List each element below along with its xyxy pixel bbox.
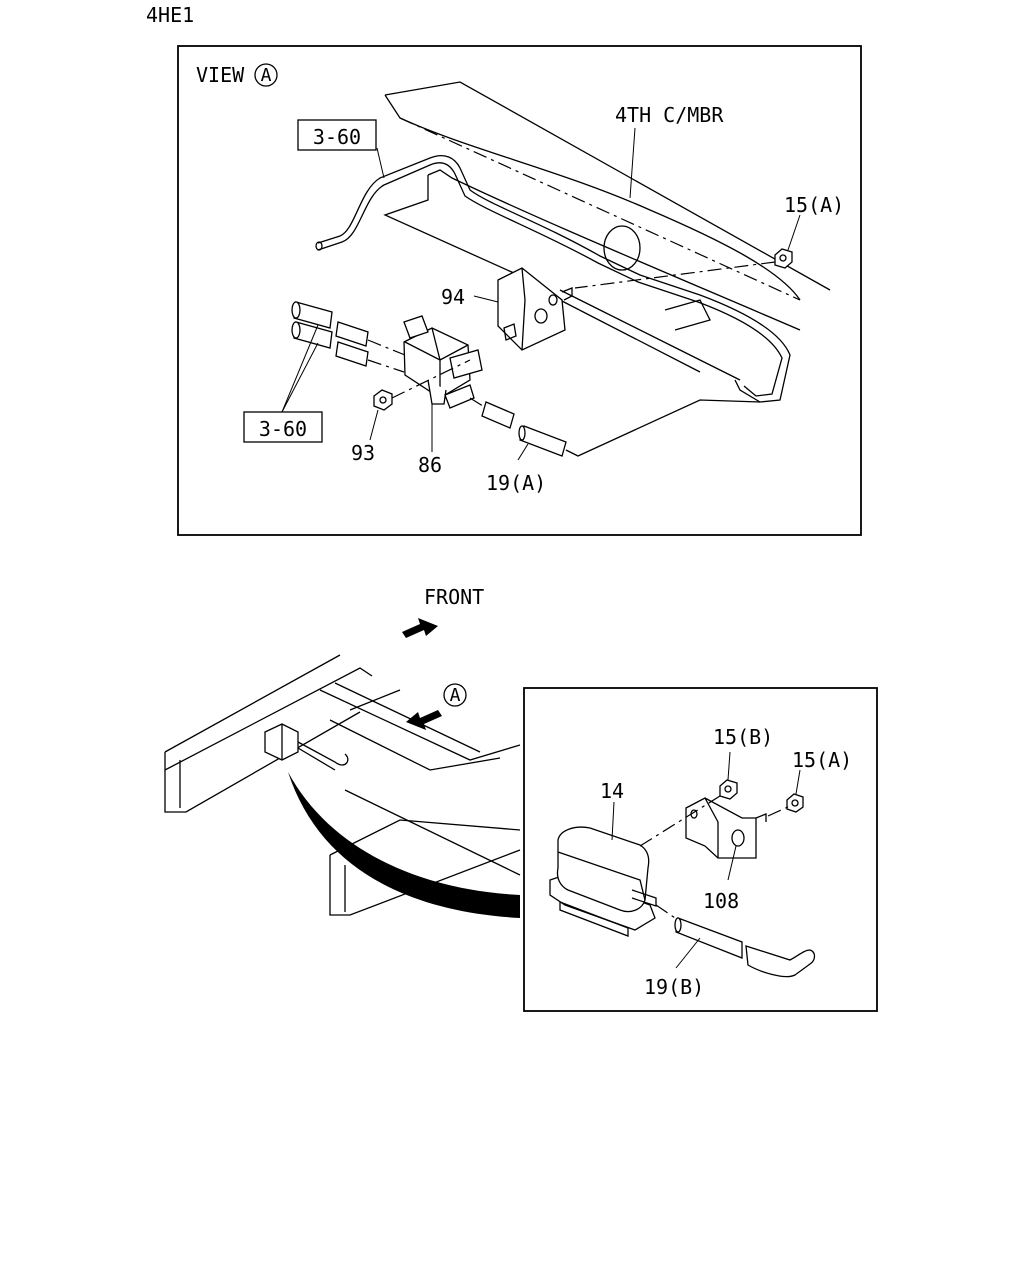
part-14-label[interactable]: 14	[600, 779, 624, 803]
part-15a-label[interactable]: 15(A)	[784, 193, 844, 217]
view-a-label: VIEW	[196, 63, 245, 87]
detail-frame	[523, 687, 878, 1012]
ref-box-bottom	[243, 411, 323, 443]
leaders-view-a	[281, 127, 801, 461]
overview-marker-circle	[443, 683, 467, 707]
crossmember-label: 4TH C/MBR	[615, 103, 724, 127]
model-code: 4HE1	[146, 3, 194, 27]
valve-14	[549, 826, 657, 937]
leader-15b	[727, 751, 731, 781]
overview-marker: A	[450, 685, 461, 706]
ref-box-top	[297, 119, 377, 151]
leader-108	[727, 845, 737, 881]
view-a-frame	[177, 45, 862, 536]
nut-15a-detail	[786, 793, 804, 813]
part-86-label[interactable]: 86	[418, 453, 442, 477]
front-arrow-icon	[402, 618, 438, 638]
nut-15b	[719, 779, 738, 800]
overview-drawing: FRONT A	[164, 585, 521, 918]
part-93-label[interactable]: 93	[351, 441, 375, 465]
view-a-panel: VIEW A	[177, 45, 862, 536]
part-108-label[interactable]: 108	[703, 889, 739, 913]
crossmember-drawing	[383, 81, 831, 381]
hose-19b	[655, 904, 816, 978]
pipe-drawing	[315, 154, 791, 403]
view-a-marker: A	[261, 65, 272, 86]
part-19b-label[interactable]: 19(B)	[644, 975, 704, 999]
leader-15a	[795, 769, 801, 795]
leader-14	[611, 801, 615, 841]
leader-19b	[675, 937, 701, 969]
ref-top[interactable]: 3-60	[313, 125, 361, 149]
part-15b-label[interactable]: 15(B)	[713, 725, 773, 749]
bracket-94	[497, 267, 573, 351]
part-15a-detail-label[interactable]: 15(A)	[792, 748, 852, 772]
detail-panel: 14 15(B) 15(A) 108 19(B)	[523, 687, 878, 1012]
part-19a-label[interactable]: 19(A)	[486, 471, 546, 495]
bracket-108	[685, 797, 767, 859]
view-a-marker-circle	[254, 63, 278, 87]
nut-15a	[574, 248, 793, 289]
hoses-left	[291, 301, 406, 373]
valve-86	[403, 315, 483, 409]
front-label: FRONT	[424, 585, 484, 609]
part-94-label[interactable]: 94	[441, 285, 465, 309]
ref-bottom[interactable]: 3-60	[259, 417, 307, 441]
view-arrow-icon	[406, 710, 442, 730]
nut-93-hose-19a	[373, 359, 761, 457]
